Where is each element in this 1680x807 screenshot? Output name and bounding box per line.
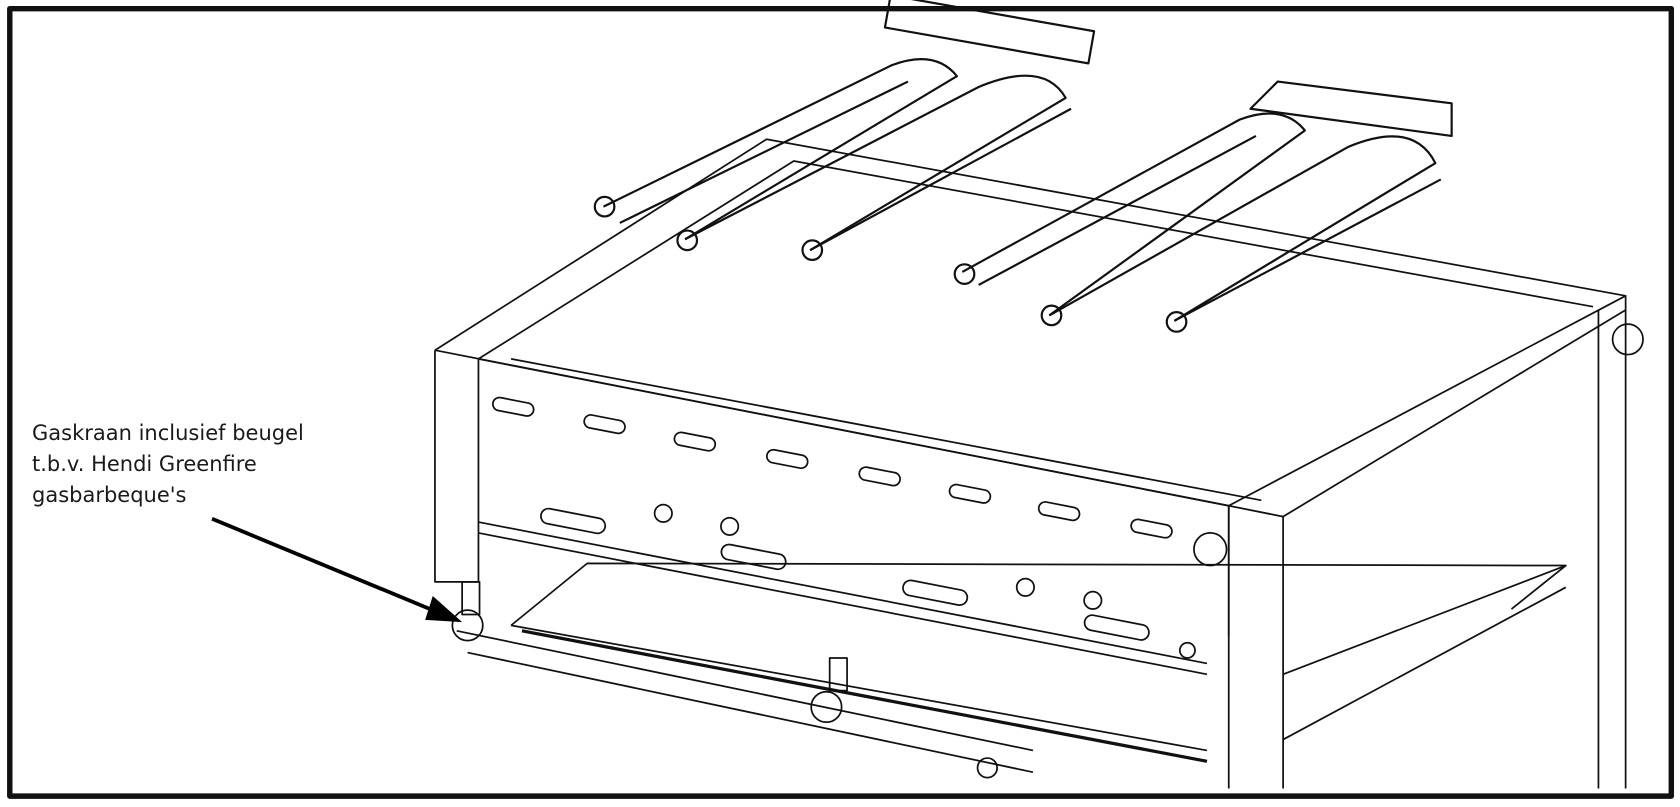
drip-tray xyxy=(510,562,1567,763)
annotation-line-3: gasbarbeque's xyxy=(32,483,187,507)
annotation-label: Gaskraan inclusief beugel t.b.v. Hendi G… xyxy=(32,418,304,511)
gas-valve-left xyxy=(451,580,484,642)
control-knob xyxy=(1193,323,1644,567)
annotation-line-2: t.b.v. Hendi Greenfire xyxy=(32,452,257,476)
front-panel xyxy=(434,295,1627,789)
burner-left xyxy=(593,0,1096,262)
diagram-border xyxy=(7,5,1675,799)
panel-slots xyxy=(491,396,1196,659)
annotation-arrow xyxy=(211,517,463,623)
gas-valve-center xyxy=(810,657,848,724)
annotation-line-1: Gaskraan inclusief beugel xyxy=(32,421,304,445)
gas-bar xyxy=(456,629,1034,779)
top-frame xyxy=(434,138,1627,507)
burner-right xyxy=(953,80,1453,333)
